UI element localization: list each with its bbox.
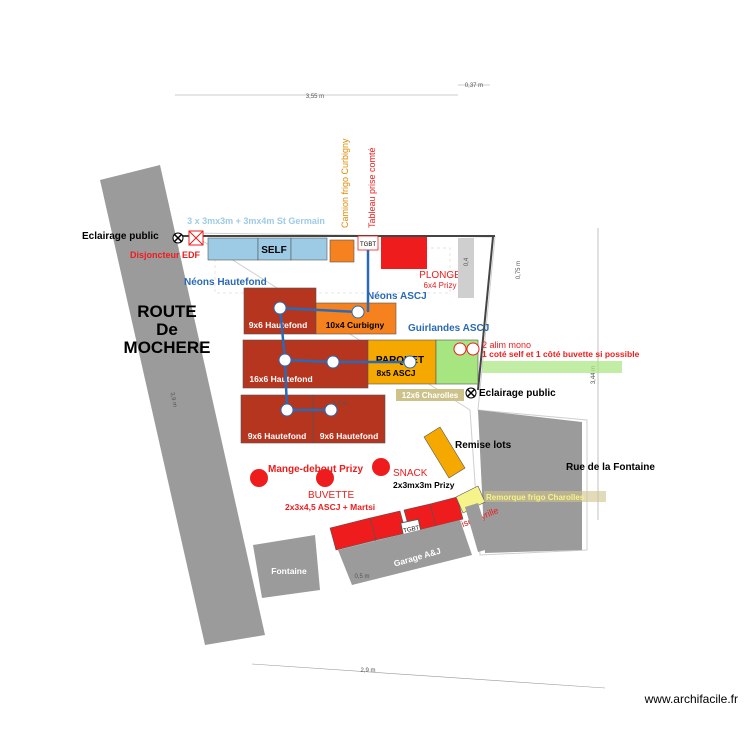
dim-top-right: 0,37 m <box>465 83 483 89</box>
outlet-icon-1 <box>453 342 467 356</box>
outlet-icon-2 <box>466 342 480 356</box>
remorque-label: Remorque frigo Charolles <box>486 493 585 502</box>
camion-frigo-label: Camion frigo Curbigny <box>340 138 350 228</box>
plonge-label: PLONGE <box>419 270 461 281</box>
rue-fontaine-label: Rue de la Fontaine <box>566 462 655 473</box>
neons-hautefond-label: Néons Hautefond <box>184 277 267 288</box>
st-germain-label: 3 x 3mx3m + 3mx4m St Germain <box>187 216 325 226</box>
watermark: www.archifacile.fr <box>644 692 738 706</box>
table-3 <box>372 458 390 476</box>
buvette-size: 2x3x4,5 ASCJ + Martsi <box>285 502 375 512</box>
tgbt-label-bottom: TGBT <box>403 525 420 534</box>
dim-right-upper: 0,75 m <box>516 261 522 279</box>
fontaine-label: Fontaine <box>271 566 307 576</box>
plonge-size: 6x4 Prizy <box>424 281 457 290</box>
tableau-prise-label: Tableau prise comté <box>367 147 377 228</box>
tent-12x6-label: 12x6 Charolles <box>402 391 459 400</box>
fontaine-building <box>253 535 320 598</box>
eclairage-public-label: Eclairage public <box>82 231 159 242</box>
st-germain-tent-3 <box>290 237 328 261</box>
remise-lots-tent <box>423 426 466 479</box>
road-label-2: De <box>156 320 178 339</box>
tent-9x6-right-label: 9x6 Hautefond <box>320 431 379 441</box>
remise-lots-label: Remise lots <box>455 440 512 451</box>
dim-top: 3,55 m <box>306 94 324 100</box>
pillar-dim: 0,4 <box>464 257 470 266</box>
disjoncteur-icon-cross <box>188 230 204 246</box>
road-label-3: MOCHERE <box>124 338 211 357</box>
grid-area <box>214 247 451 294</box>
tent-16x6-label: 16x6 Hautefond <box>249 374 312 384</box>
dim-bottom: 2,9 m <box>360 668 375 674</box>
dim-right-long: 3,44 m <box>591 366 597 384</box>
snack-label: SNACK <box>393 468 428 479</box>
tent-9x6-left <box>240 394 314 444</box>
green-highlight <box>482 361 622 373</box>
neons-ascj-label: Néons ASCJ <box>367 291 427 302</box>
tent-9x6-right <box>312 394 386 444</box>
table-2 <box>316 469 334 487</box>
side-wall <box>477 236 494 391</box>
st-germain-tent-1 <box>207 237 259 261</box>
alim-mono-2: 1 coté self et 1 côté buvette si possibl… <box>482 349 640 359</box>
parquet-size: 8x5 ASCJ <box>377 368 416 378</box>
bottom-small-dim: 0,5 m <box>354 574 369 580</box>
street-light-icon-2-cross <box>466 388 476 398</box>
remise-lots-building <box>478 410 582 553</box>
plonge-tent <box>381 237 427 269</box>
snack-size: 2x3mx3m Prizy <box>393 480 455 490</box>
parquet-label: PARQUET <box>376 355 424 366</box>
pillar <box>458 238 474 298</box>
light-points <box>273 301 417 417</box>
garage-wall <box>465 503 492 552</box>
table-1 <box>250 469 268 487</box>
guirlandes-label: Guirlandes ASCJ <box>408 323 489 334</box>
street-light-icon-cross <box>173 233 183 243</box>
tgbt-label-top: TGBT <box>360 242 376 248</box>
inner-dim: 3,4 m <box>332 401 347 407</box>
road-label-1: ROUTE <box>137 302 197 321</box>
buvette-label: BUVETTE <box>308 490 354 501</box>
tent-9x6-top-label: 9x6 Hautefond <box>249 320 308 330</box>
tent-9x6-left-label: 9x6 Hautefond <box>248 431 307 441</box>
alim-mono-1: 2 alim mono <box>482 340 531 350</box>
camion-frigo <box>329 239 355 263</box>
garage-building <box>338 520 472 585</box>
tent-16x6 <box>242 339 369 389</box>
road-width-dim: 3,9 m <box>168 392 177 408</box>
mange-debout-label: Mange-debout Prizy <box>268 464 363 475</box>
tent-12x6 <box>396 389 464 401</box>
eclairage-public-2-label: Eclairage public <box>479 388 556 399</box>
road-mochere <box>100 165 265 645</box>
disjoncteur-label: Disjoncteur EDF <box>130 250 201 260</box>
dim-bottom-line <box>251 663 606 689</box>
tent-10x4-label: 10x4 Curbigny <box>326 320 385 330</box>
site-outline <box>188 232 588 556</box>
buvette-tents <box>329 496 464 551</box>
self-label: SELF <box>261 245 287 256</box>
remorque-label-bg <box>484 491 606 502</box>
